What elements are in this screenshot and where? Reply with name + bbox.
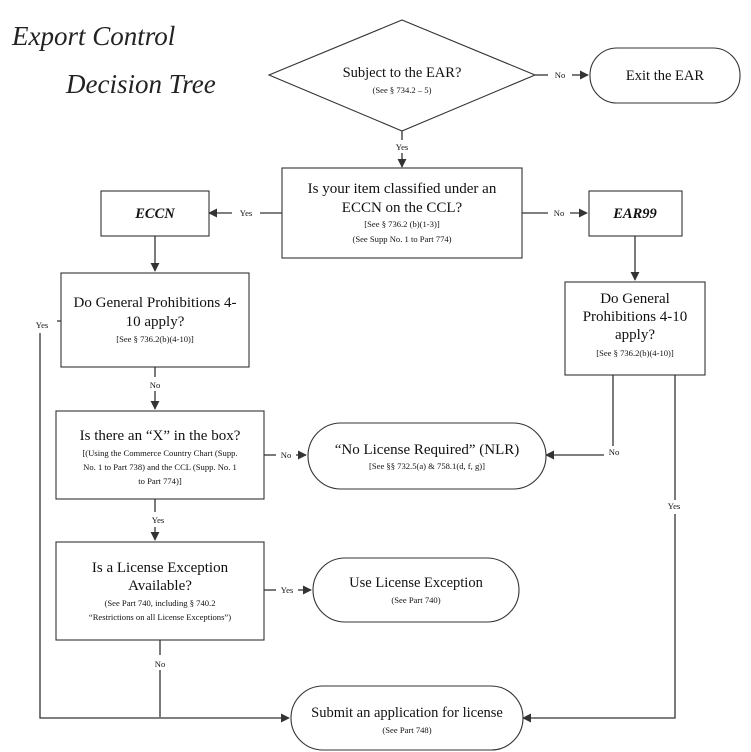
classified-question-2: ECCN on the CCL? <box>342 200 463 216</box>
node-exit-the-ear: Exit the EAR <box>589 47 741 104</box>
edge-label-xbox-yes: Yes <box>152 515 165 525</box>
edge-label-subject-no: No <box>555 70 566 80</box>
ear99-label: EAR99 <box>612 206 657 222</box>
node-submit-application: Submit an application for license (See P… <box>290 685 524 751</box>
classified-question-1: Is your item classified under an <box>308 181 497 197</box>
gp-left-question-2: 10 apply? <box>126 314 185 330</box>
edge-gp-right-no <box>545 375 614 460</box>
edge-label-gp-right-yes: Yes <box>668 501 681 511</box>
edge-gp-right-yes <box>522 375 676 723</box>
submit-reference: (See Part 748) <box>382 725 431 735</box>
edge-label-gp-left-no: No <box>150 380 161 390</box>
edge-label-bg <box>604 446 624 459</box>
gp-right-reference: [See § 736.2(b)(4-10)] <box>596 348 674 358</box>
node-general-prohibitions-right: Do General Prohibitions 4-10 apply? [See… <box>564 281 706 376</box>
gp-right-question-2: Prohibitions 4-10 <box>583 309 688 325</box>
exception-reference-2: “Restrictions on all License Exceptions”… <box>89 612 231 622</box>
classified-reference-2: (See Supp No. 1 to Part 774) <box>352 234 451 244</box>
nlr-label: “No License Required” (NLR) <box>335 442 520 458</box>
subject-reference: (See § 734.2 – 5) <box>373 85 432 95</box>
submit-label: Submit an application for license <box>311 705 503 721</box>
node-no-license-required: “No License Required” (NLR) [See §§ 732.… <box>307 422 547 490</box>
edge-label-xbox-no: No <box>281 450 292 460</box>
title-line-2: Decision Tree <box>65 69 216 99</box>
edge-label-bg <box>660 500 690 514</box>
xbox-reference-3: to Part 774)] <box>138 476 182 486</box>
xbox-reference-2: No. 1 to Part 738) and the CCL (Supp. No… <box>83 462 237 472</box>
node-use-license-exception: Use License Exception (See Part 740) <box>312 557 520 623</box>
edge-label-gp-right-no: No <box>609 447 620 457</box>
edge-label-classified-yes: Yes <box>240 208 253 218</box>
use-exception-reference: (See Part 740) <box>391 595 440 605</box>
edge-label-bg <box>27 319 57 333</box>
node-license-exception-question: Is a License Exception Available? (See P… <box>55 541 265 641</box>
gp-right-question-3: apply? <box>615 327 655 343</box>
use-exception-label: Use License Exception <box>349 575 483 591</box>
node-subject-to-ear: Subject to the EAR? (See § 734.2 – 5) <box>267 19 537 132</box>
node-ear99: EAR99 <box>588 190 683 237</box>
gp-left-question-1: Do General Prohibitions 4- <box>74 295 237 311</box>
exception-question-2: Available? <box>128 578 192 594</box>
gp-left-reference: [See § 736.2(b)(4-10)] <box>116 334 194 344</box>
node-general-prohibitions-left: Do General Prohibitions 4- 10 apply? [Se… <box>60 272 250 368</box>
eccn-label: ECCN <box>134 206 175 222</box>
node-classified-ccl: Is your item classified under an ECCN on… <box>281 167 523 259</box>
edge-label-subject-yes: Yes <box>396 142 409 152</box>
subject-question: Subject to the EAR? <box>343 65 462 81</box>
edge-label-classified-no: No <box>554 208 565 218</box>
nlr-reference: [See §§ 732.5(a) & 758.1(d, f, g)] <box>369 461 485 471</box>
classified-reference-1: [See § 736.2 (b)(1-3)] <box>364 219 440 229</box>
node-eccn: ECCN <box>100 190 210 237</box>
exception-reference-1: (See Part 740, including § 740.2 <box>105 598 216 608</box>
gp-right-question-1: Do General <box>600 291 670 307</box>
edge-label-exception-yes: Yes <box>281 585 294 595</box>
exit-label: Exit the EAR <box>626 68 704 84</box>
edge-label-exception-no: No <box>155 659 166 669</box>
xbox-question: Is there an “X” in the box? <box>80 428 241 444</box>
exception-question-1: Is a License Exception <box>92 560 229 576</box>
xbox-reference-1: [(Using the Commerce Country Chart (Supp… <box>82 448 237 458</box>
edge-label-gp-left-yes: Yes <box>36 320 49 330</box>
title-line-1: Export Control <box>11 21 175 51</box>
node-x-in-box: Is there an “X” in the box? [(Using the … <box>55 410 265 500</box>
